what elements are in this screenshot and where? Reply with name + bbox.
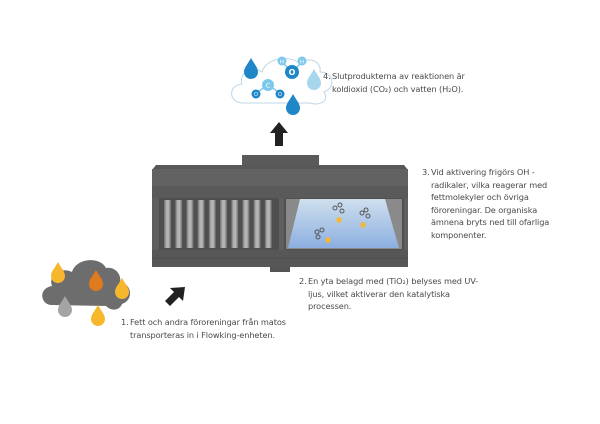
filter-slat [220, 200, 227, 248]
flowking-unit [152, 155, 408, 272]
atom-label: C [266, 82, 271, 90]
water-drop-icon [244, 58, 258, 79]
filter-slat [253, 200, 261, 248]
filter-slat [208, 200, 216, 248]
water-drop-icon [286, 94, 300, 115]
filter-slat [264, 200, 272, 248]
filter-slat [164, 200, 171, 248]
step-2-label: 2. En yta belagd med (TiO₂) belyses med … [299, 275, 489, 313]
step-text: Vid aktivering frigörs OH - radikaler, v… [431, 167, 550, 240]
step-number: 3. [422, 167, 430, 177]
arrow-up-icon [270, 122, 288, 146]
filter-slat [242, 200, 250, 248]
step-text: Slutprodukterna av reaktionen är koldiox… [332, 71, 465, 94]
step-text: Fett och andra föroreningar från matos t… [130, 317, 286, 340]
filter-slat [186, 200, 194, 248]
atom-label: O [254, 92, 258, 98]
water-molecule-icon: H O H [277, 56, 307, 79]
arrow-up-right-icon [165, 287, 185, 306]
step-number: 1. [121, 317, 129, 327]
atom-label: O [278, 92, 282, 98]
grease-filter [164, 200, 272, 248]
step-1-label: 1. Fett och andra föroreningar från mato… [121, 316, 291, 341]
filter-slat [175, 200, 183, 248]
filter-slat [231, 200, 239, 248]
step-number: 2. [299, 276, 307, 286]
water-drop-light-icon [307, 69, 321, 90]
step-4-label: 4. Slutprodukterna av reaktionen är kold… [323, 70, 473, 95]
step-3-label: 3. Vid aktivering frigörs OH - radikaler… [422, 166, 562, 242]
uv-chamber [286, 199, 402, 249]
pollutant-molecule-icon [314, 202, 371, 240]
atom-label: H [280, 60, 284, 66]
grease-smoke-cloud-icon [42, 260, 131, 326]
oh-radical-icon [325, 217, 366, 243]
atom-label: O [289, 68, 296, 77]
atom-label: H [300, 60, 304, 66]
step-text: En yta belagd med (TiO₂) belyses med UV-… [308, 276, 479, 312]
step-number: 4. [323, 71, 331, 81]
co2-molecule-icon: C O O [251, 79, 285, 99]
filter-slat [197, 200, 205, 248]
